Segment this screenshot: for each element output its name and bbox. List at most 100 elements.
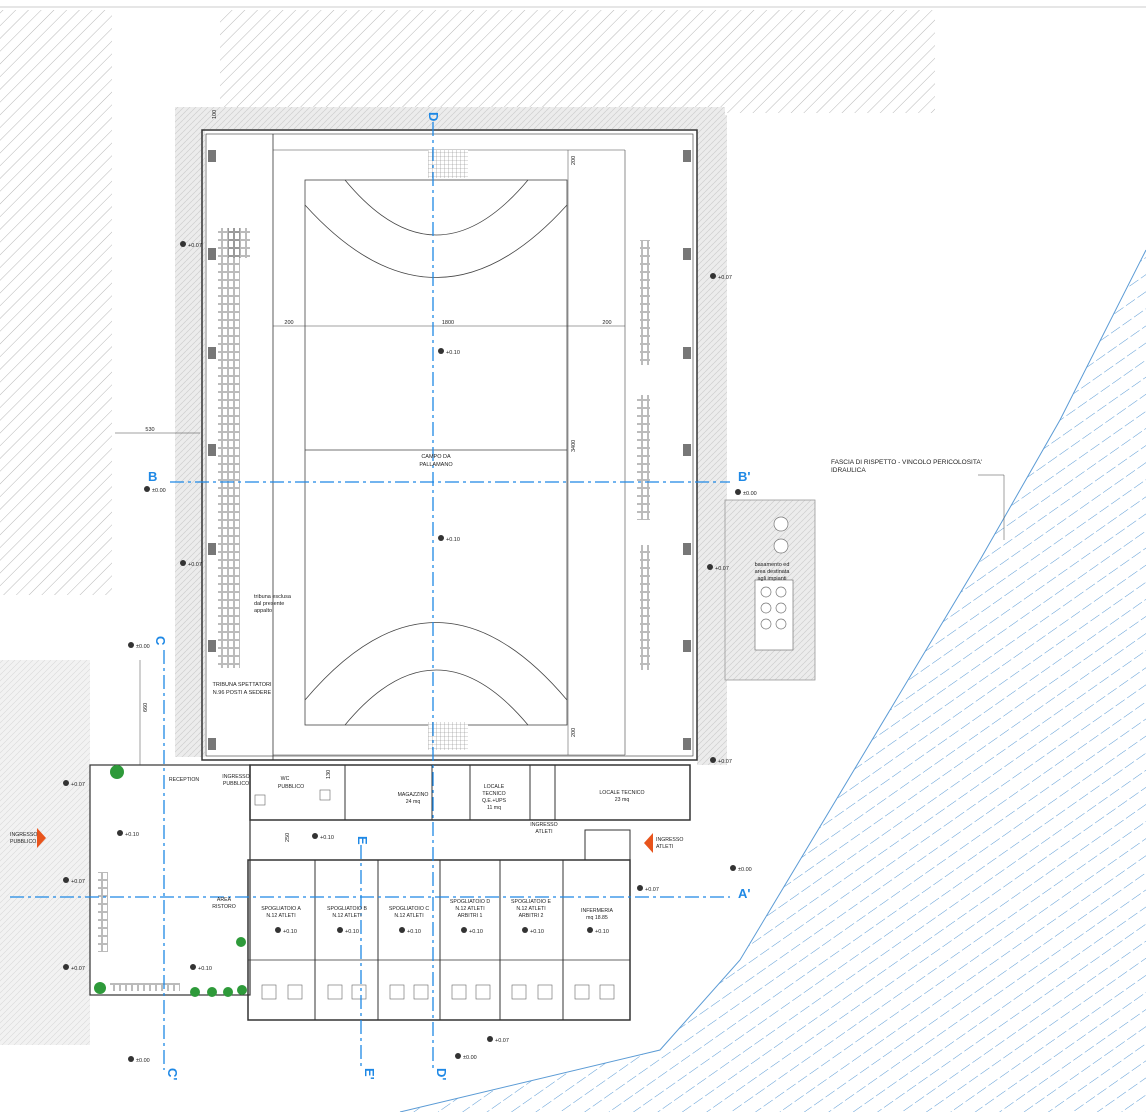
zone-label-1: FASCIA DI RISPETTO - VINCOLO PERICOLOSIT… — [831, 459, 982, 466]
svg-text:+0.07: +0.07 — [718, 275, 732, 281]
court-name-line1: CAMPO DA — [421, 454, 451, 460]
room-locker-c-2: N.12 ATLETI — [394, 913, 423, 919]
section-a-prime-label: A' — [738, 886, 750, 901]
dim-right-margin: 200 — [602, 320, 611, 326]
svg-text:+0.07: +0.07 — [71, 966, 85, 972]
room-wc-2: PUBBLICO — [278, 784, 304, 790]
room-locker-d-3: ARBITRI 1 — [458, 913, 483, 919]
section-d-label: D — [426, 112, 441, 121]
goal-top — [428, 150, 468, 178]
bench-right — [637, 240, 650, 670]
section-b-prime-label: B' — [738, 469, 750, 484]
dim-corridor: 250 — [285, 833, 291, 842]
section-d-prime-label: D' — [434, 1068, 449, 1080]
dim-top: 200 — [571, 156, 577, 165]
svg-text:+0.07: +0.07 — [71, 782, 85, 788]
svg-text:+0.10: +0.10 — [595, 929, 609, 935]
room-locker-e-3: ARBITRI 2 — [519, 913, 544, 919]
svg-text:+0.10: +0.10 — [446, 350, 460, 356]
hatched-terrain — [0, 10, 935, 1045]
entrance-arrow-public — [37, 828, 46, 848]
plant-labels: basamento ed area destinata agli impiant… — [755, 562, 791, 582]
room-storage-2: 24 mq — [406, 799, 421, 805]
room-tech-qe-4: 11 mq — [487, 805, 501, 811]
outdoor-bench-side — [98, 872, 108, 952]
svg-text:±0.00: ±0.00 — [136, 1058, 150, 1064]
svg-text:+0.07: +0.07 — [645, 887, 659, 893]
room-wc-1: WC — [281, 776, 290, 782]
entrance-labels: INGRESSO PUBBLICO INGRESSO ATLETI — [10, 832, 683, 850]
room-public-entrance-2: PUBBLICO — [223, 781, 249, 787]
room-locker-e-2: N.12 ATLETI — [516, 906, 545, 912]
room-storage-1: MAGAZZINO — [398, 792, 429, 798]
section-c-prime-label: C' — [165, 1068, 180, 1080]
outdoor-bench — [110, 983, 180, 991]
water-zone — [400, 250, 1146, 1112]
svg-text:+0.10: +0.10 — [407, 929, 421, 935]
room-public-entrance-1: INGRESSO — [222, 774, 249, 780]
court-name-line2: PALLAMANO — [419, 462, 453, 468]
room-tech-2: 23 mq — [615, 797, 630, 803]
room-tech-qe-2: TECNICO — [482, 791, 505, 797]
dim-court-width: 1800 — [442, 320, 454, 326]
svg-text:+0.10: +0.10 — [283, 929, 297, 935]
dim-small: 100 — [212, 110, 218, 119]
goal-bottom — [428, 722, 468, 750]
svg-text:±0.00: ±0.00 — [743, 491, 757, 497]
room-labels: RECEPTION INGRESSO PUBBLICO WC PUBBLICO … — [169, 774, 645, 921]
svg-text:±0.00: ±0.00 — [152, 488, 166, 494]
grandstand-note-3: appalto — [254, 608, 272, 614]
room-infirmary-2: mq 18.85 — [586, 915, 608, 921]
svg-text:±0.00: ±0.00 — [136, 644, 150, 650]
svg-text:±0.00: ±0.00 — [463, 1055, 477, 1061]
level-markers: +0.07 +0.07 +0.07 +0.07 +0.07 +0.10 +0.1… — [63, 241, 757, 1064]
room-reception: RECEPTION — [169, 777, 200, 783]
svg-text:+0.10: +0.10 — [446, 537, 460, 543]
plant-label-3: agli impianti — [757, 576, 786, 582]
sanitary-fixtures — [254, 789, 615, 1000]
structural-pillars — [208, 150, 691, 750]
room-locker-b-2: N.12 ATLETI — [332, 913, 361, 919]
plant-equipment — [754, 516, 794, 651]
svg-text:±0.00: ±0.00 — [738, 867, 752, 873]
room-locker-e-1: SPOGLIATOIO E — [511, 899, 551, 905]
grandstand-note-2: dal presente — [254, 601, 284, 607]
room-locker-d-2: N.12 ATLETI — [455, 906, 484, 912]
plant-label-2: area destinata — [755, 569, 791, 575]
landscape-plants — [94, 765, 247, 997]
grandstand-note-1: tribuna esclusa — [254, 594, 292, 600]
svg-text:+0.10: +0.10 — [125, 832, 139, 838]
svg-text:+0.07: +0.07 — [188, 243, 202, 249]
plant-label-1: basamento ed — [755, 562, 790, 568]
room-locker-a-1: SPOGLIATOIO A — [261, 906, 301, 912]
grandstand-labels: TRIBUNA SPETTATORI N.96 POSTI A SEDERE t… — [213, 594, 292, 696]
public-entrance-label-2: PUBBLICO — [10, 839, 36, 845]
grandstand — [218, 228, 250, 668]
svg-text:+0.10: +0.10 — [198, 966, 212, 972]
room-athletes-entrance-1: INGRESSO — [530, 822, 557, 828]
section-e-label: E — [355, 836, 370, 845]
dim-block: 660 — [143, 703, 149, 712]
perimeter-paving — [175, 107, 727, 765]
svg-text:+0.07: +0.07 — [715, 566, 729, 572]
room-locker-b-1: SPOGLIATOIO B — [327, 906, 367, 912]
svg-text:+0.07: +0.07 — [495, 1038, 509, 1044]
svg-text:+0.10: +0.10 — [469, 929, 483, 935]
dim-wc: 130 — [326, 770, 332, 779]
dim-left-margin: 200 — [284, 320, 293, 326]
room-athletes-entrance-2: ATLETI — [535, 829, 552, 835]
svg-text:+0.10: +0.10 — [345, 929, 359, 935]
svg-text:+0.10: +0.10 — [320, 835, 334, 841]
svg-text:+0.07: +0.07 — [188, 562, 202, 568]
room-infirmary-1: INFERMERIA — [581, 908, 614, 914]
room-locker-c-1: SPOGLIATOIO C — [389, 906, 429, 912]
section-lines — [10, 122, 730, 1070]
grandstand-title: TRIBUNA SPETTATORI — [213, 682, 272, 688]
water-zone-border — [399, 249, 1146, 1112]
section-markers: B B' A' C C' D D' E E' — [148, 112, 750, 1080]
dim-side: 530 — [145, 427, 154, 433]
dimension-lines — [115, 150, 1005, 765]
room-locker-a-2: N.12 ATLETI — [266, 913, 295, 919]
athletes-entrance-label-2: ATLETI — [656, 844, 673, 850]
